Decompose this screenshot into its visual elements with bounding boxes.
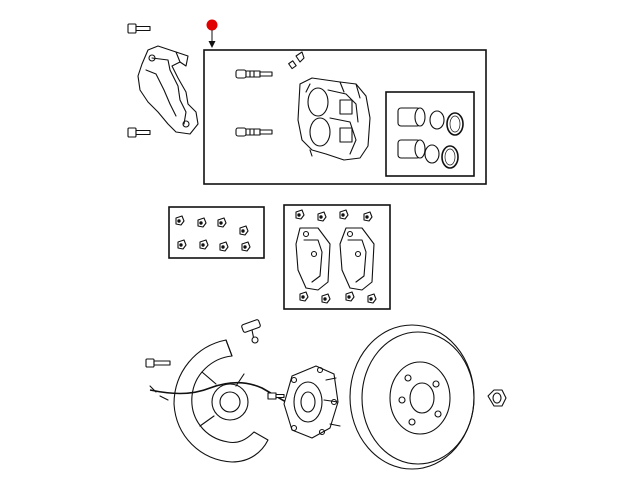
- hardware-clip-icon[interactable]: [175, 215, 185, 226]
- guide-pin-upper[interactable]: [235, 69, 273, 79]
- callout-arrowhead-icon: [208, 41, 216, 48]
- caliper-bolt-upper[interactable]: [127, 23, 151, 34]
- hardware-clip-icon[interactable]: [217, 217, 227, 228]
- hardware-clip-icon[interactable]: [197, 217, 207, 228]
- boot-upper[interactable]: [446, 112, 464, 136]
- hardware-clip-icon[interactable]: [199, 239, 209, 250]
- shield-bolt[interactable]: [145, 358, 171, 368]
- piston-upper[interactable]: [397, 107, 426, 127]
- pad-clip-icon[interactable]: [299, 291, 309, 302]
- hardware-clip-icon[interactable]: [239, 225, 249, 236]
- wheel-speed-sensor[interactable]: [149, 319, 291, 405]
- pad-clip-icon[interactable]: [295, 209, 305, 220]
- boot-lower[interactable]: [441, 145, 459, 169]
- bleeder-screw[interactable]: [288, 51, 305, 70]
- caliper-adapter[interactable]: [137, 45, 199, 135]
- hardware-clip-icon[interactable]: [219, 241, 229, 252]
- guide-pin-lower[interactable]: [235, 127, 273, 137]
- splash-shield[interactable]: [173, 339, 269, 463]
- pad-inner[interactable]: [295, 227, 331, 291]
- sensor-bolt[interactable]: [251, 336, 259, 344]
- caliper-body[interactable]: [297, 77, 371, 161]
- pad-clip-icon[interactable]: [321, 293, 331, 304]
- clip-set[interactable]: [175, 215, 251, 252]
- pad-clip-icon[interactable]: [367, 293, 377, 304]
- caliper-assembly-callout[interactable]: [206, 19, 218, 49]
- caliper-bolt-lower[interactable]: [127, 127, 151, 138]
- hardware-kit-box: [168, 206, 265, 259]
- pad-clip-icon[interactable]: [339, 209, 349, 220]
- callout-dot-icon: [206, 19, 218, 31]
- brake-pad-kit-box: [283, 204, 391, 310]
- hub-bolt[interactable]: [267, 392, 285, 400]
- brake-rotor[interactable]: [349, 324, 475, 470]
- piston-seal-kit-box: [385, 91, 475, 177]
- seal-upper[interactable]: [429, 110, 445, 130]
- pad-clip-icon[interactable]: [317, 211, 327, 222]
- hardware-clip-icon[interactable]: [241, 241, 251, 252]
- seal-lower[interactable]: [424, 144, 440, 164]
- pad-clip-icon[interactable]: [345, 291, 355, 302]
- hardware-clip-icon[interactable]: [177, 239, 187, 250]
- pad-clips[interactable]: [295, 209, 377, 304]
- hub-bearing[interactable]: [283, 365, 341, 439]
- pad-clip-icon[interactable]: [363, 211, 373, 222]
- pad-outer[interactable]: [339, 227, 375, 291]
- caliper-assembly-box: [203, 49, 487, 185]
- hub-nut[interactable]: [487, 389, 507, 407]
- piston-lower[interactable]: [397, 139, 426, 159]
